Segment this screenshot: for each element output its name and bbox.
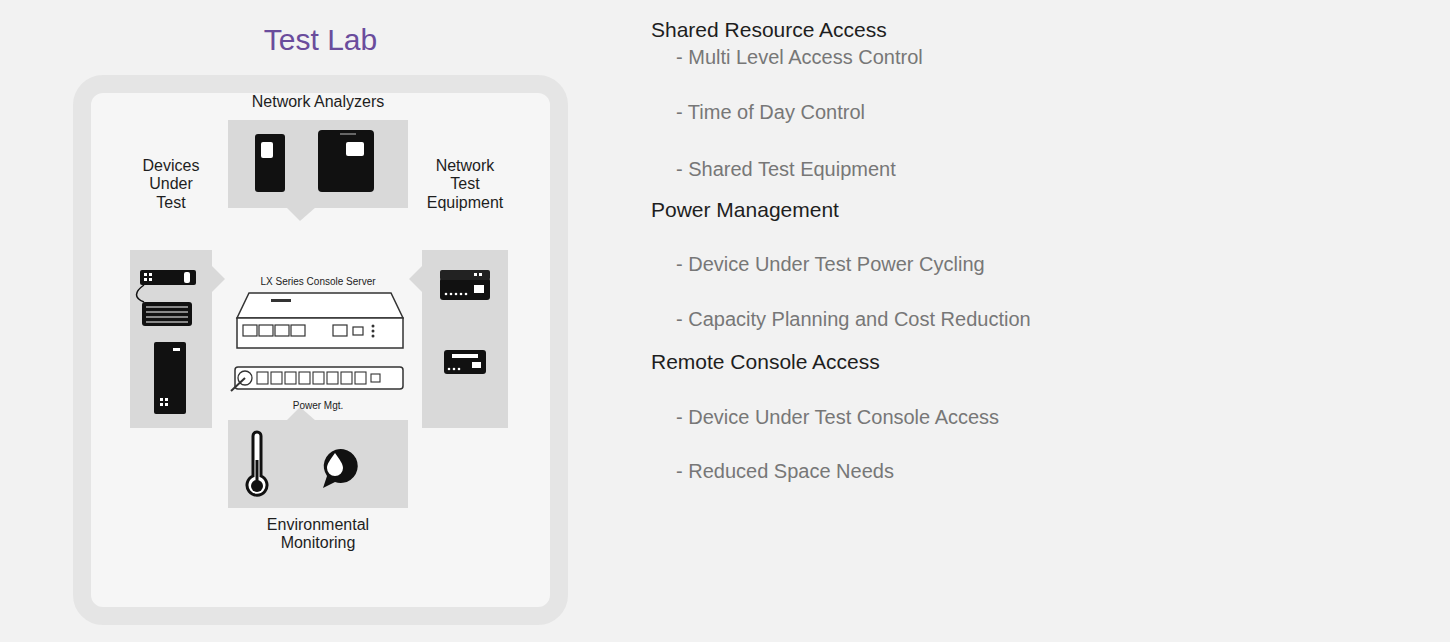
box-heading: Network Analyzers: [252, 93, 385, 111]
device-label: Power Mgt.: [293, 400, 344, 411]
environment-sensor-icons: [228, 420, 408, 508]
box-heading: Environmental Monitoring: [267, 516, 369, 553]
bullet-item: - Capacity Planning and Cost Reduction: [676, 308, 1031, 331]
bullet-item: - Device Under Test Power Cycling: [676, 253, 985, 276]
environment-box: Environmental Monitoring: [228, 420, 408, 508]
bullet-item: - Device Under Test Console Access: [676, 406, 999, 429]
bullet-item: - Time of Day Control: [676, 101, 865, 124]
bullet-item: - Multi Level Access Control: [676, 46, 923, 69]
panel-title: Test Lab: [264, 23, 377, 58]
equipment-box: Network Test Equipment: [422, 250, 508, 428]
bullet-item: - Shared Test Equipment: [676, 158, 896, 181]
box-heading: Devices Under Test: [143, 157, 200, 212]
device-label: LX Series Console Server: [260, 276, 375, 287]
callout-pointer: [409, 265, 423, 293]
box-heading: Network Test Equipment: [427, 157, 504, 212]
network-analyzer-icons: [228, 120, 408, 208]
device-under-test-icons: [130, 250, 212, 428]
section-heading: Shared Resource Access: [651, 18, 887, 42]
callout-pointer: [211, 265, 225, 293]
bullet-item: - Reduced Space Needs: [676, 460, 894, 483]
callout-pointer: [286, 207, 316, 221]
analyzer-box: Network Analyzers: [228, 120, 408, 208]
console-server-icon: [237, 293, 403, 348]
test-equipment-icons: [422, 250, 508, 428]
power-strip-icon: [231, 367, 403, 391]
section-heading: Remote Console Access: [651, 350, 880, 374]
device-box: Devices Under Test: [130, 250, 212, 428]
test-lab-panel: Test Lab Network Analyzers Devices Under…: [73, 75, 568, 625]
section-heading: Power Management: [651, 198, 839, 222]
